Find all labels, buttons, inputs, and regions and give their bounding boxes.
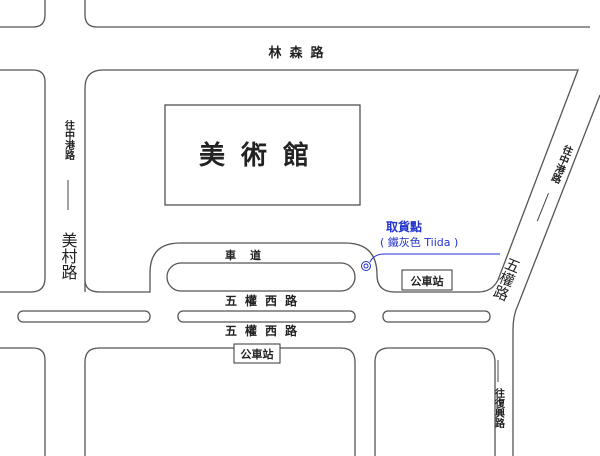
road-label-top: 林森路 (268, 45, 331, 61)
bus-stop-label: 公車站 (411, 274, 444, 288)
bus-stop-box (233, 343, 281, 364)
museum-building (164, 104, 361, 206)
driveway-island (166, 262, 356, 292)
road-edge (374, 347, 496, 456)
arrow-icon (536, 193, 549, 222)
road-edge (512, 94, 600, 456)
pickup-title: 取貨點 (386, 219, 422, 234)
road-edge (84, 69, 579, 293)
road-edge (0, 347, 46, 456)
driveway-label: 車道 (225, 248, 275, 262)
road-edge (84, 0, 590, 28)
pickup-leader-line (369, 253, 500, 263)
left-direction-label: 往中港路 (63, 119, 75, 161)
pickup-note: ( 鐵灰色 Tiida ) (380, 235, 458, 249)
target-icon (361, 261, 371, 271)
median (177, 310, 356, 323)
museum-label: 美術館 (199, 140, 325, 171)
road-label-diagonal: 五權路 (490, 255, 524, 304)
median (17, 310, 151, 323)
road-label-main-lower: 五權西路 (225, 323, 305, 338)
bus-stop-box (401, 269, 453, 291)
road-label-left: 美村路 (59, 232, 78, 280)
diagonal-direction-label: 往中港路 (548, 142, 575, 185)
median (382, 310, 491, 323)
bus-stop-label: 公車站 (241, 347, 274, 361)
road-label-main-upper: 五權西路 (225, 293, 305, 308)
bottom-right-direction-label: 往復興路 (493, 387, 506, 429)
road-edge (84, 347, 356, 456)
road-edge (0, 0, 46, 28)
road-edge (0, 69, 46, 293)
